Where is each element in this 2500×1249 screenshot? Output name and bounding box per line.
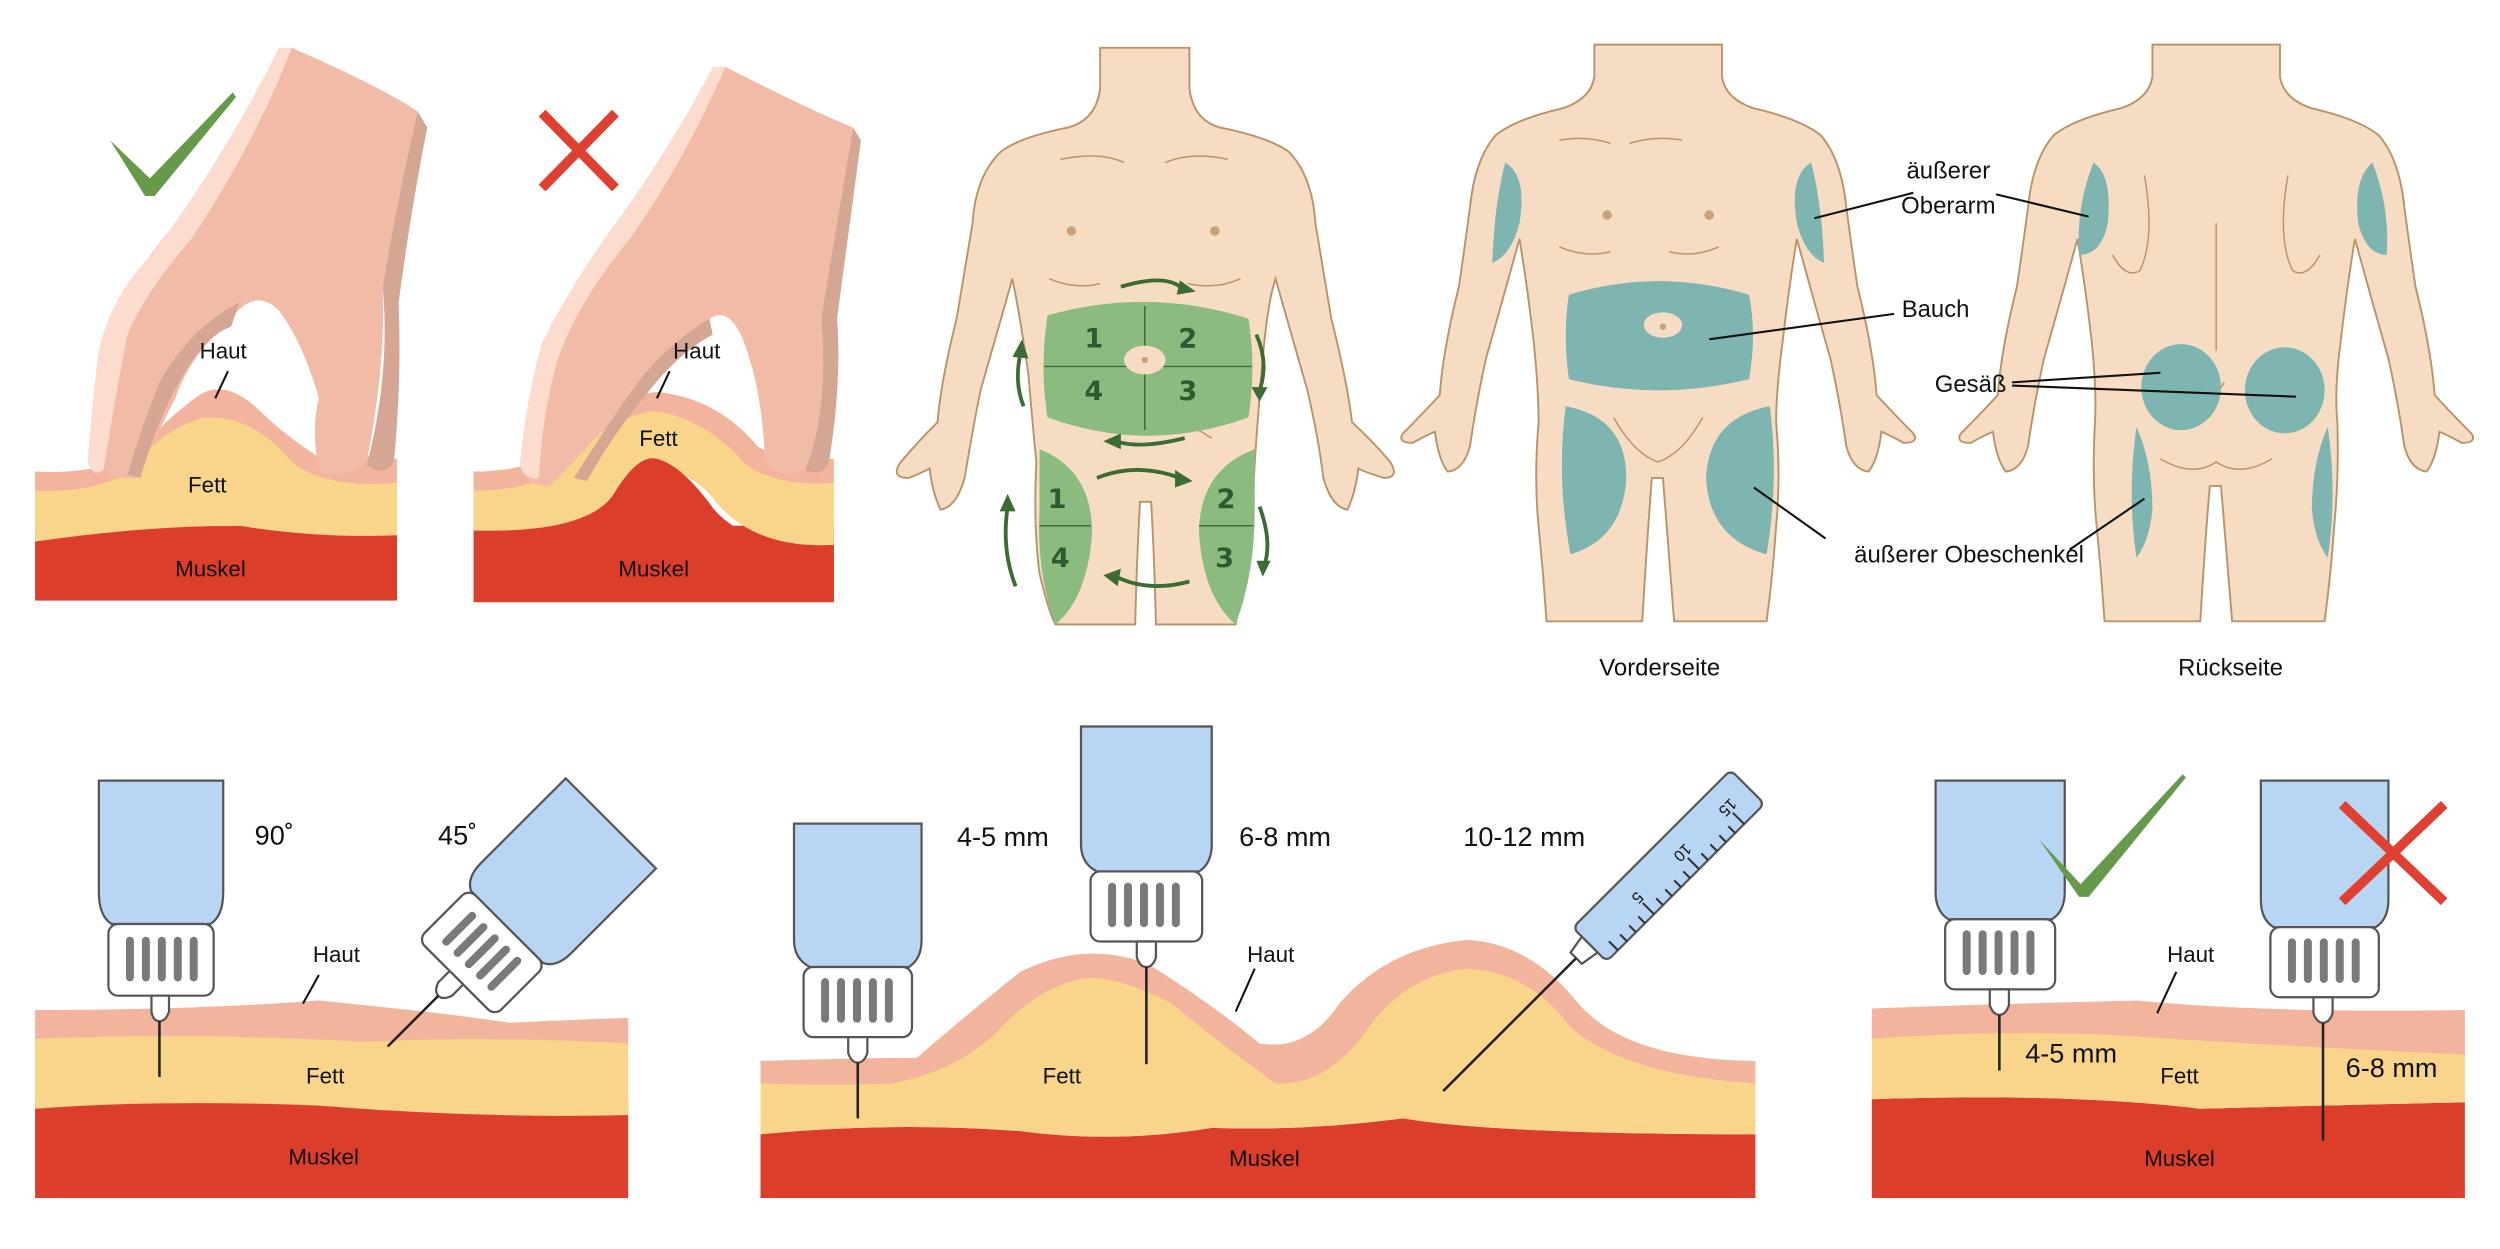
fett-label: Fett [188,472,227,497]
muscle-layer [760,1118,1756,1199]
length-short-label: 4-5 mm [2025,1038,2117,1069]
haut-leader [302,974,320,1005]
label-upper-arm-line1: äußerer [1906,157,1990,184]
fat-layer [1871,1030,2465,1109]
syringe-scale-ticks [1608,812,1745,951]
muskel-label: Muskel [618,557,689,582]
front-thigh-site [1705,406,1774,555]
haut-leader [214,370,229,399]
panel-rotation-scheme: 1 2 3 4 1 4 2 3 [895,46,1395,626]
fett-label: Fett [639,426,678,451]
back-buttock-site [2141,344,2221,431]
hand [87,47,428,479]
label-thigh: äußerer Obeschenkel [1854,541,2084,568]
thigh-right-zone-3: 3 [1215,543,1234,574]
caption-back: Rückseite [2178,654,2283,681]
front-upper-arm-site [1492,162,1522,263]
angle-45-label: 45˚ [438,819,477,850]
thigh-left-zone-1: 1 [1048,484,1067,515]
skin-layer [760,939,1756,1085]
haut-label: Haut [2167,942,2215,967]
cross-icon [538,109,619,192]
front-thigh-site [1561,406,1627,555]
muskel-label: Muskel [175,557,246,582]
pen-needle-90deg [97,779,225,1077]
panel-injection-angle: 90˚ 45˚ Haut Fett Muskel [35,776,658,1199]
buttocks-leader-1 [2012,371,2161,384]
back-upper-arm-site [2078,162,2109,255]
haut-label: Haut [313,942,361,967]
length-medium-label: 6-8 mm [2346,1052,2438,1083]
haut-label: Haut [200,338,248,363]
fett-label: Fett [1043,1063,1082,1088]
thigh-right-rotation-zone [1198,449,1255,625]
abdomen-leader [1709,312,1895,341]
length-medium-label: 6-8 mm [1239,821,1331,852]
abdomen-zone-1: 1 [1084,323,1103,354]
haut-leader [2156,971,2178,1014]
length-short-label: 4-5 mm [957,821,1049,852]
panel-pinch-wrong: Haut Fett Muskel [473,66,861,603]
caption-front: Vorderseite [1599,654,1720,681]
panel-injection-sites: äußerer Oberarm Bauch Gesäß äußerer Obes… [1400,43,2475,681]
haut-label: Haut [1247,942,1295,967]
abdomen-zone-4: 4 [1084,376,1103,407]
thigh-leader-front [1753,486,1827,540]
back-thigh-site [2311,426,2333,558]
pen-needle-45deg [386,776,658,1048]
back-upper-arm-site [2357,162,2388,255]
panel-needle-length: 5 10 15 4-5 mm 6-8 mm 10-12 mm Haut Fett… [760,725,1763,1199]
pen-needle-short [1934,779,2066,1071]
rotation-arrow-icons [999,278,1271,588]
panel-pinch-correct: Haut Fett Muskel [35,47,428,601]
muscle-bump [473,458,834,603]
fat-layer [35,1026,629,1116]
thigh-leader-back [2068,497,2146,551]
pen-needle-short [792,822,923,1119]
skin-layer [35,1000,629,1044]
muscle-layer [1871,1097,2465,1199]
back-buttock-site [2244,347,2325,434]
syringe: 5 10 15 [1442,771,1763,1092]
thigh-left-zone-4: 4 [1051,543,1070,574]
muskel-label: Muskel [288,1145,359,1170]
haut-label: Haut [673,338,721,363]
abdomen-zone-2: 2 [1178,323,1197,354]
haut-leader [1234,968,1256,1013]
buttocks-leader-2 [2012,384,2296,398]
angle-90-label: 90˚ [255,819,294,850]
back-thigh-site [2131,426,2153,558]
pen-needle-medium [1079,725,1213,1065]
label-buttocks: Gesäß [1935,371,2007,398]
label-upper-arm-line2: Oberarm [1901,192,1995,219]
checkmark-icon [110,92,236,196]
fat-layer [35,405,398,542]
muskel-label: Muskel [1229,1146,1300,1171]
muskel-label: Muskel [2144,1146,2215,1171]
hand [519,66,861,486]
upper-arm-leader-back [1995,193,2089,218]
front-upper-arm-site [1794,162,1824,263]
panel-recommended-length: Haut 4-5 mm Fett 6-8 mm Muskel [1871,774,2465,1199]
cross-icon [2338,801,2448,906]
fett-label: Fett [2160,1063,2199,1088]
muscle-layer [35,1099,629,1199]
upper-arm-leader-front [1814,191,1914,220]
label-abdomen: Bauch [1902,296,1970,323]
length-long-label: 10-12 mm [1463,821,1585,852]
muscle-layer [35,525,398,601]
abdomen-zone-3: 3 [1178,376,1197,407]
thigh-left-rotation-zone [1039,449,1093,625]
thigh-right-zone-2: 2 [1217,484,1236,515]
haut-leader [655,370,671,399]
fett-label: Fett [306,1063,345,1088]
